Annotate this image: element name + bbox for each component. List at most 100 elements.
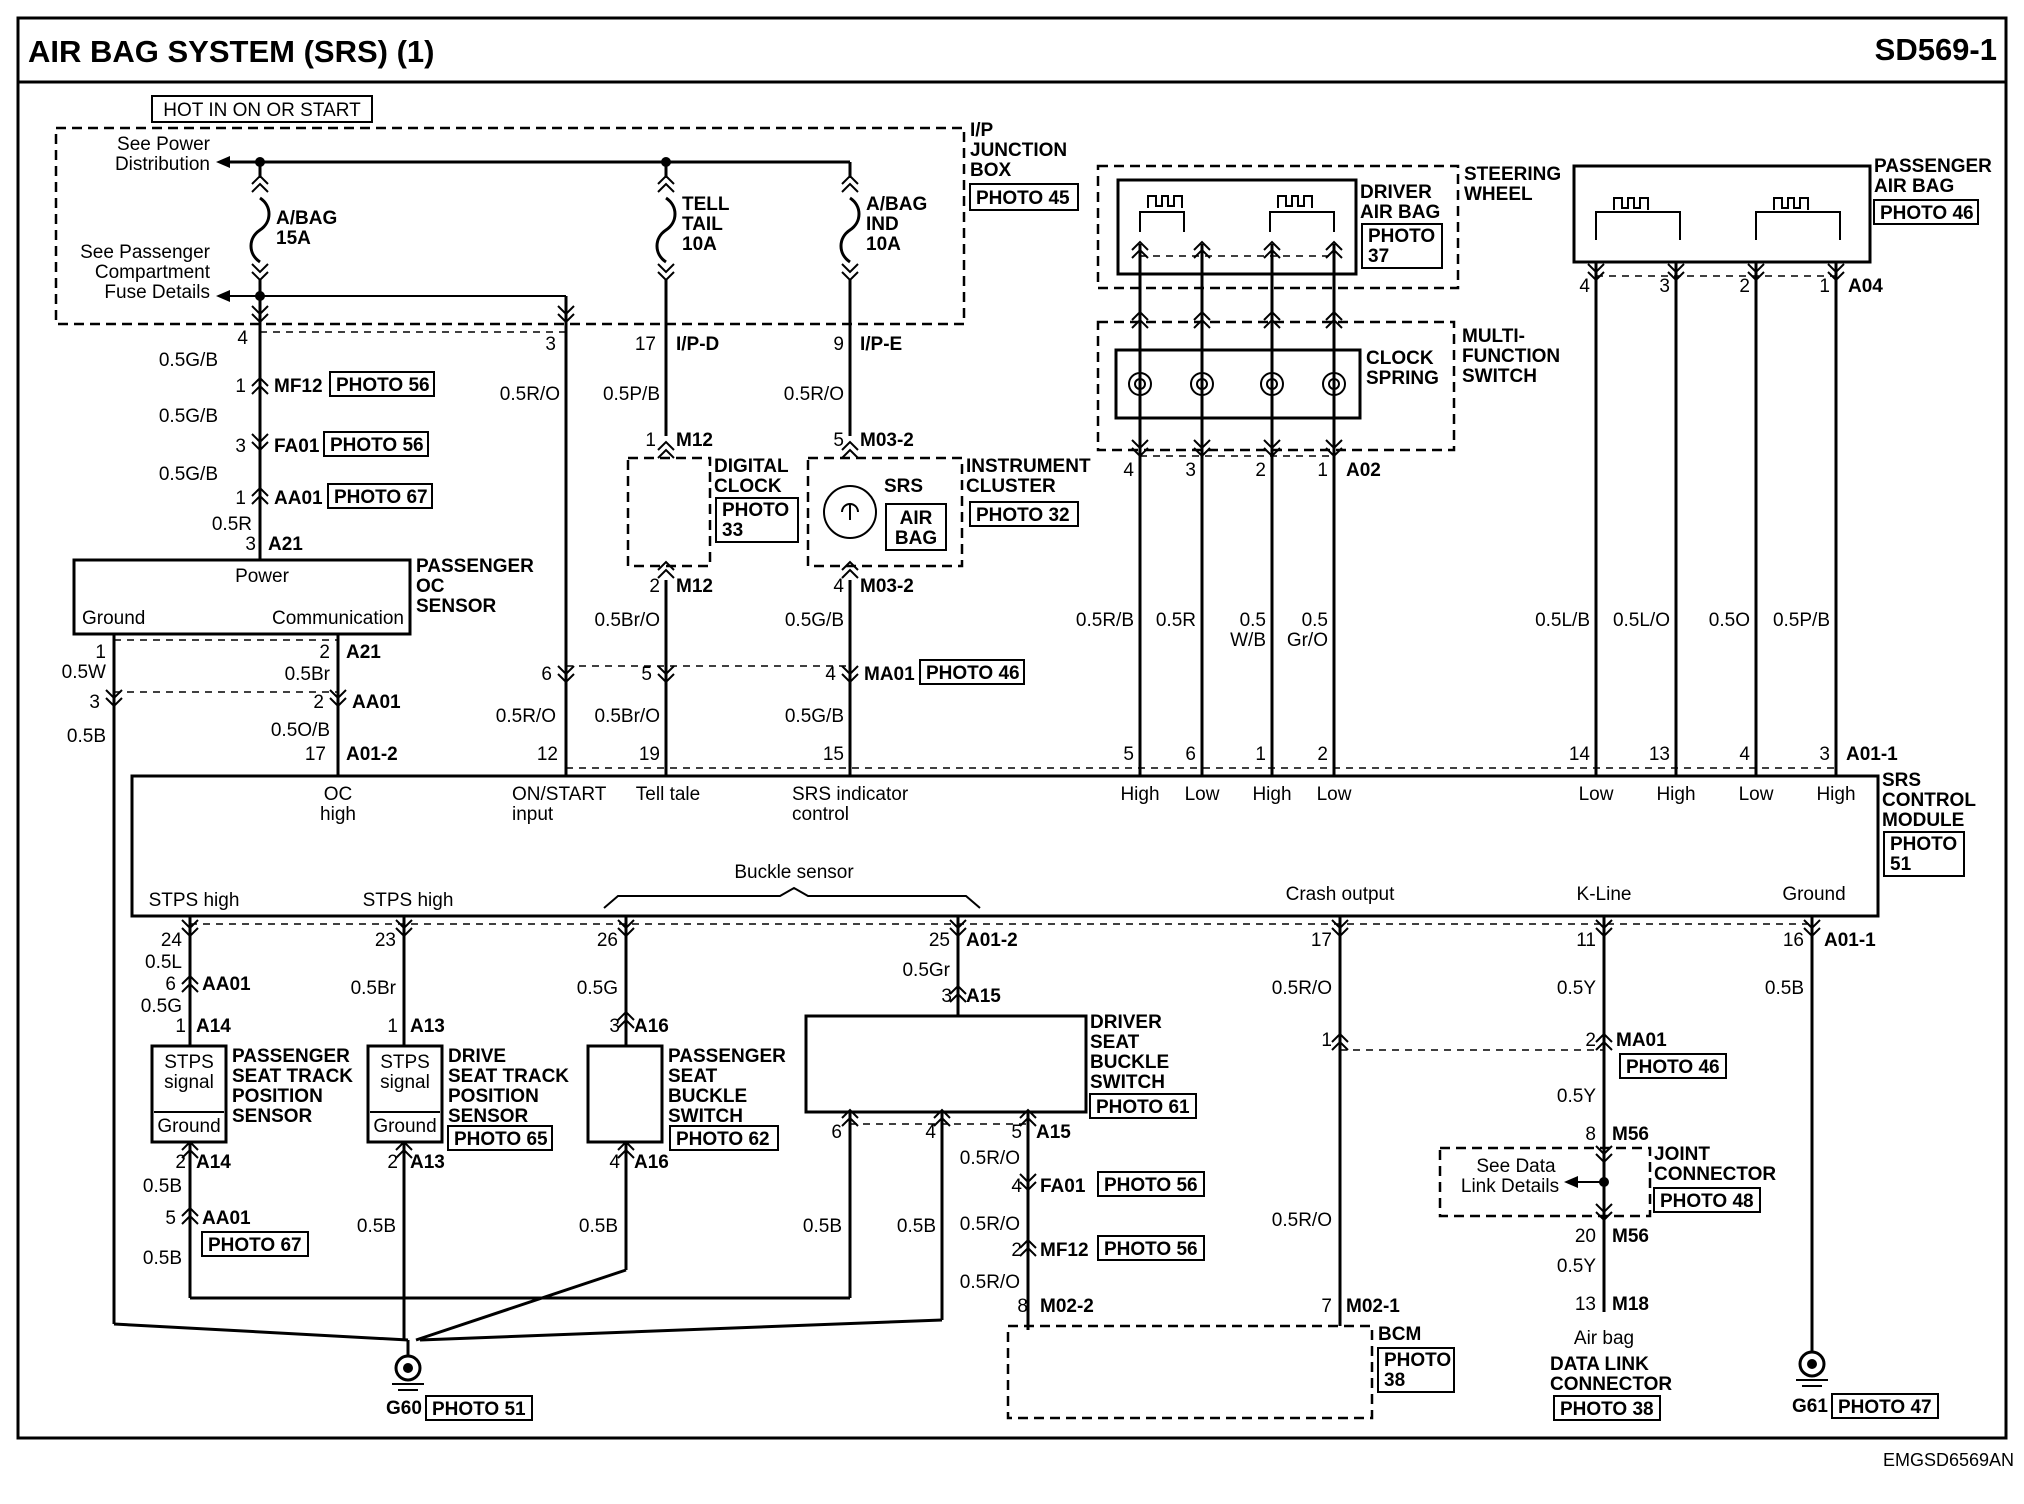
svg-text:1: 1	[1255, 744, 1266, 765]
svg-text:Fuse Details: Fuse Details	[104, 282, 210, 303]
svg-text:0.5Br/O: 0.5Br/O	[595, 610, 660, 631]
svg-text:PHOTO 32: PHOTO 32	[976, 505, 1070, 526]
svg-text:0.5R/O: 0.5R/O	[960, 1148, 1020, 1169]
srs-lamp-icon	[823, 485, 877, 539]
svg-text:PASSENGER: PASSENGER	[232, 1046, 350, 1067]
svg-text:0.5P/B: 0.5P/B	[603, 384, 660, 405]
svg-text:A14: A14	[196, 1016, 231, 1037]
svg-text:PHOTO 46: PHOTO 46	[1626, 1057, 1720, 1078]
svg-text:8: 8	[1585, 1124, 1596, 1145]
svg-text:input: input	[512, 804, 554, 825]
svg-text:signal: signal	[380, 1072, 430, 1093]
svg-text:10A: 10A	[682, 234, 717, 255]
svg-text:37: 37	[1368, 246, 1389, 267]
svg-text:A13: A13	[410, 1016, 445, 1037]
svg-text:DATA LINK: DATA LINK	[1550, 1354, 1649, 1375]
svg-text:SWITCH: SWITCH	[1090, 1072, 1165, 1093]
svg-text:BUCKLE: BUCKLE	[668, 1086, 747, 1107]
svg-text:0.5G: 0.5G	[141, 996, 182, 1017]
svg-text:A16: A16	[634, 1152, 669, 1173]
svg-text:3: 3	[245, 534, 256, 555]
svg-text:0.5R/O: 0.5R/O	[784, 384, 844, 405]
svg-text:Ground: Ground	[1782, 884, 1845, 905]
svg-text:A01-2: A01-2	[966, 930, 1018, 951]
svg-text:PHOTO 38: PHOTO 38	[1560, 1399, 1654, 1420]
svg-text:0.5R/O: 0.5R/O	[500, 384, 560, 405]
svg-text:AA01: AA01	[274, 488, 323, 509]
svg-text:Compartment: Compartment	[95, 262, 211, 283]
fuse-abag: A/BAG 15A	[249, 162, 337, 296]
svg-text:0.5: 0.5	[1302, 610, 1328, 631]
passenger-air-bag: PASSENGER AIR BAG PHOTO 46 4 3 2 1 A04 0…	[1535, 156, 1992, 776]
fuse-tell-tail: TELL TAIL 10A	[655, 162, 730, 281]
svg-text:MA01: MA01	[864, 664, 915, 685]
svg-text:4: 4	[609, 1152, 620, 1173]
svg-text:M56: M56	[1612, 1226, 1649, 1247]
svg-text:AA01: AA01	[202, 1208, 251, 1229]
ground-g61: 16 A01-1 0.5B G61 PHOTO 47	[1765, 916, 1939, 1419]
svg-text:Low: Low	[1739, 784, 1774, 805]
svg-text:0.5B: 0.5B	[803, 1216, 842, 1237]
svg-text:PHOTO: PHOTO	[1890, 834, 1957, 855]
svg-text:CONNECTOR: CONNECTOR	[1550, 1374, 1672, 1395]
svg-text:MODULE: MODULE	[1882, 810, 1964, 831]
svg-text:2: 2	[313, 692, 324, 713]
svg-text:0.5R/B: 0.5R/B	[1076, 610, 1134, 631]
svg-text:See Passenger: See Passenger	[80, 242, 211, 263]
svg-text:SEAT: SEAT	[1090, 1032, 1140, 1053]
svg-text:0.5G/B: 0.5G/B	[785, 610, 844, 631]
svg-text:17: 17	[305, 744, 326, 765]
svg-text:SWITCH: SWITCH	[1462, 366, 1537, 387]
svg-text:13: 13	[1575, 1294, 1596, 1315]
svg-text:control: control	[792, 804, 849, 825]
svg-text:A01-2: A01-2	[346, 744, 398, 765]
svg-text:G60: G60	[386, 1398, 422, 1419]
svg-text:17: 17	[1311, 930, 1332, 951]
svg-text:5: 5	[165, 1208, 176, 1229]
svg-text:PHOTO 65: PHOTO 65	[454, 1129, 548, 1150]
svg-text:0.5Br: 0.5Br	[351, 978, 397, 999]
svg-text:10A: 10A	[866, 234, 901, 255]
svg-text:A01-1: A01-1	[1824, 930, 1876, 951]
svg-text:1: 1	[1819, 276, 1830, 297]
svg-text:PHOTO 61: PHOTO 61	[1096, 1097, 1190, 1118]
svg-text:A15: A15	[1036, 1122, 1071, 1143]
svg-text:STPS high: STPS high	[149, 890, 240, 911]
svg-text:M12: M12	[676, 576, 713, 597]
svg-text:PHOTO 56: PHOTO 56	[330, 435, 424, 456]
svg-text:High: High	[1816, 784, 1855, 805]
svg-text:SWITCH: SWITCH	[668, 1106, 743, 1127]
svg-text:M56: M56	[1612, 1124, 1649, 1145]
svg-text:15A: 15A	[276, 228, 311, 249]
svg-text:1: 1	[387, 1016, 398, 1037]
svg-text:0.5R/O: 0.5R/O	[496, 706, 556, 727]
svg-text:Low: Low	[1317, 784, 1352, 805]
svg-text:16: 16	[1783, 930, 1804, 951]
driver-airbag-wires: 4 3 2 1 A02 0.5R/B 0.5R 0.5 W/B 0.5 Gr/O…	[1076, 241, 1381, 776]
passenger-oc-sensor: Power Ground Communication PASSENGER OC …	[72, 556, 534, 636]
svg-text:PHOTO 56: PHOTO 56	[1104, 1175, 1198, 1196]
svg-text:TELL: TELL	[682, 194, 730, 215]
svg-text:I/P-E: I/P-E	[860, 334, 902, 355]
svg-text:PHOTO 56: PHOTO 56	[1104, 1239, 1198, 1260]
svg-text:High: High	[1120, 784, 1159, 805]
svg-text:1: 1	[235, 488, 246, 509]
svg-text:6: 6	[541, 664, 552, 685]
svg-text:SENSOR: SENSOR	[416, 596, 497, 617]
svg-text:0.5O/B: 0.5O/B	[271, 720, 330, 741]
svg-text:INSTRUMENT: INSTRUMENT	[966, 456, 1091, 477]
svg-text:AA01: AA01	[352, 692, 401, 713]
svg-text:High: High	[1252, 784, 1291, 805]
svg-text:MULTI-: MULTI-	[1462, 326, 1525, 347]
svg-text:1: 1	[645, 430, 656, 451]
svg-text:See Data: See Data	[1476, 1156, 1556, 1177]
svg-text:6: 6	[165, 974, 176, 995]
footer-code: EMGSD6569AN	[1883, 1450, 2014, 1470]
svg-text:4: 4	[1579, 276, 1590, 297]
svg-text:11: 11	[1576, 930, 1596, 951]
hot-label: HOT IN ON OR START	[163, 100, 361, 121]
svg-text:SPRING: SPRING	[1366, 368, 1439, 389]
svg-text:BUCKLE: BUCKLE	[1090, 1052, 1169, 1073]
svg-text:8: 8	[1017, 1296, 1028, 1317]
